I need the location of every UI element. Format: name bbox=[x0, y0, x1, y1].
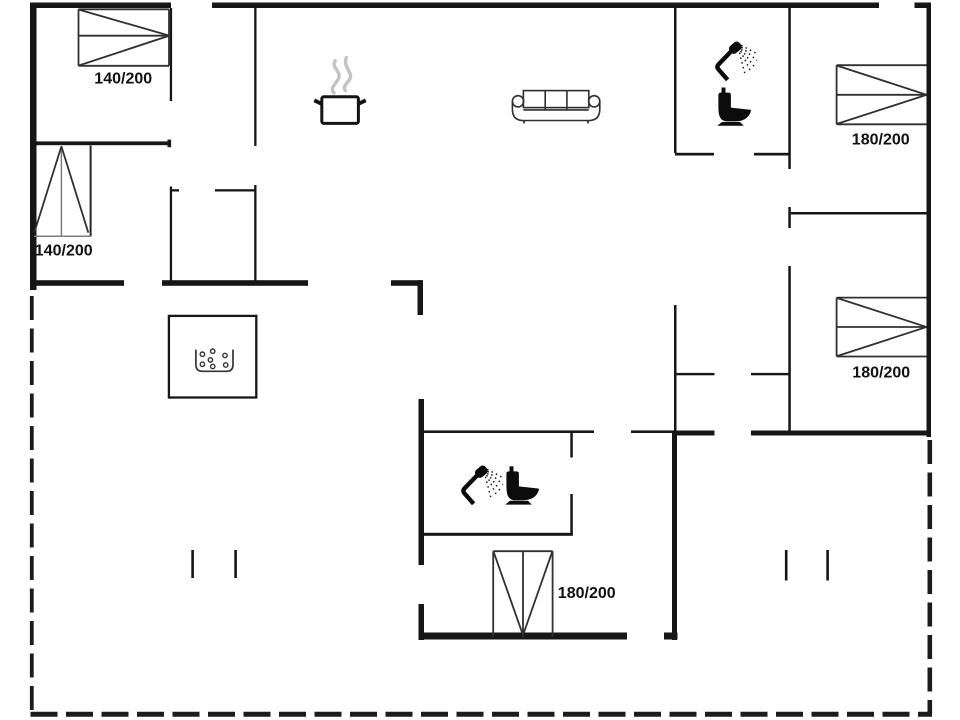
svg-text:180/200: 180/200 bbox=[558, 585, 616, 602]
svg-text:180/200: 180/200 bbox=[852, 365, 910, 382]
svg-text:140/200: 140/200 bbox=[94, 71, 152, 88]
svg-text:180/200: 180/200 bbox=[852, 131, 910, 148]
svg-text:140/200: 140/200 bbox=[35, 242, 93, 259]
